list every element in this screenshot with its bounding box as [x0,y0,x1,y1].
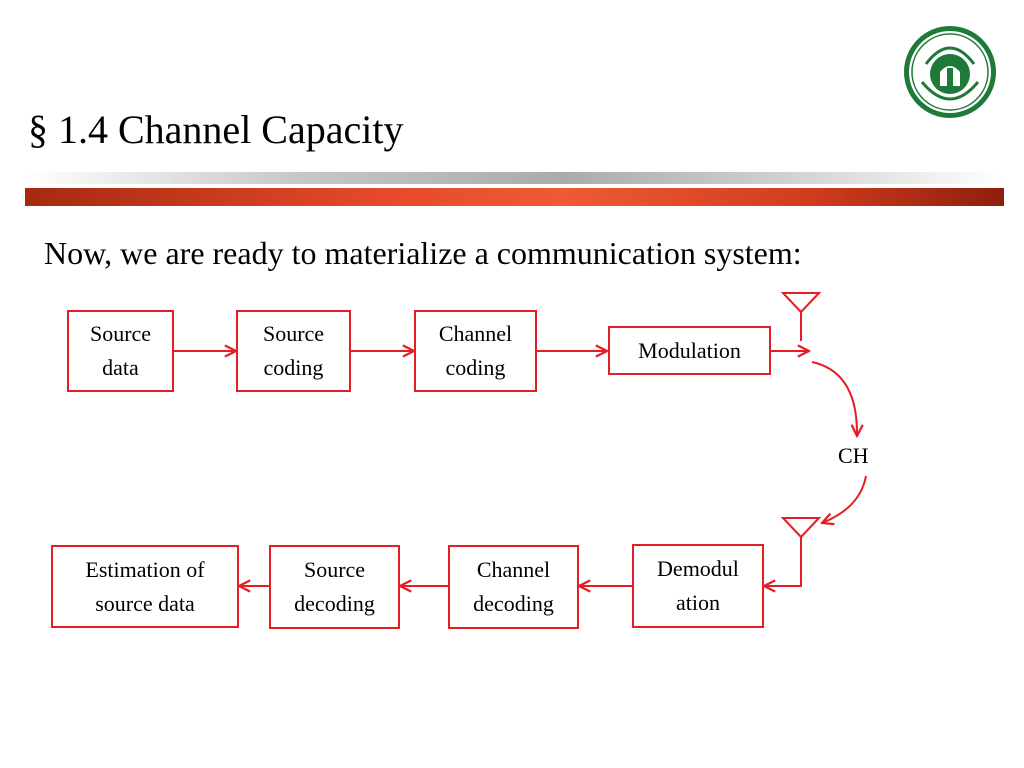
block-channel-coding: Channel coding [414,310,537,392]
channel-label: CH [838,443,869,468]
block-channel-decoding: Channel decoding [448,545,579,629]
block-source-decoding: Source decoding [269,545,400,629]
block-source-coding: Source coding [236,310,351,392]
arrow-to-channel [811,361,857,436]
receive-antenna-feed [764,537,802,586]
block-modulation: Modulation [608,326,771,375]
transmit-antenna-icon [780,292,822,314]
slide-subtitle: Now, we are ready to materialize a commu… [44,235,802,271]
arrow-from-channel [822,475,867,523]
header-red-rule [25,188,1004,206]
slide-title: § 1.4 Channel Capacity [28,107,404,152]
block-demodulation: Demodul ation [632,544,764,628]
block-estimation: Estimation of source data [51,545,239,628]
header-gray-rule [25,172,1004,184]
university-logo [904,26,996,118]
receive-antenna-icon [780,517,822,539]
block-source-data: Source data [67,310,174,392]
